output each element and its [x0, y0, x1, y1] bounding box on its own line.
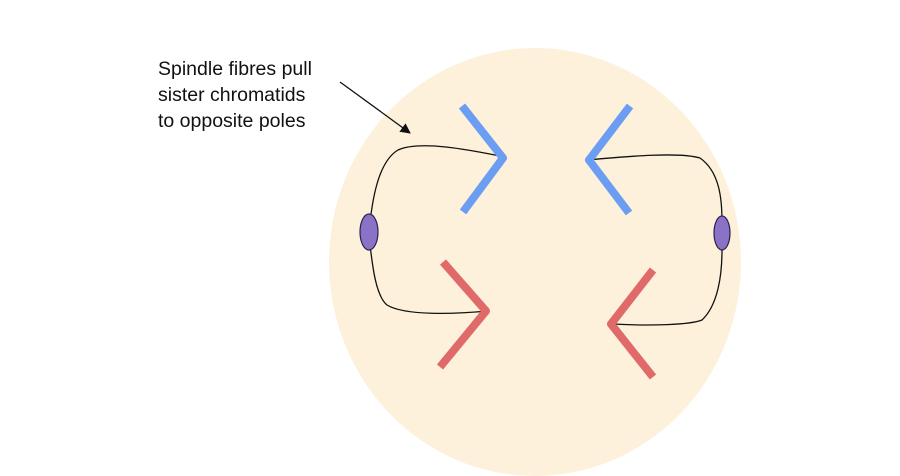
- lower-right-chromatid: [607, 267, 657, 380]
- annotation-arrow: [339, 81, 411, 134]
- upper-left-chromatid: [458, 103, 507, 215]
- upper-right-fibre: [587, 154, 723, 223]
- cell: [329, 48, 741, 476]
- annotation-line-2: sister chromatids: [158, 84, 306, 106]
- lower-left-chromatid: [436, 259, 490, 370]
- lower-right-fibre: [611, 249, 723, 326]
- left-centrosome: [359, 213, 379, 251]
- annotation-label: Spindle fibres pull sister chromatids to…: [158, 56, 378, 134]
- upper-right-chromatid: [585, 103, 634, 216]
- annotation-line-1: Spindle fibres pull: [158, 58, 312, 80]
- lower-left-fibre: [368, 235, 489, 314]
- annotation-line-3: to opposite poles: [158, 110, 306, 132]
- right-centrosome: [713, 215, 731, 251]
- upper-left-fibre: [368, 145, 501, 233]
